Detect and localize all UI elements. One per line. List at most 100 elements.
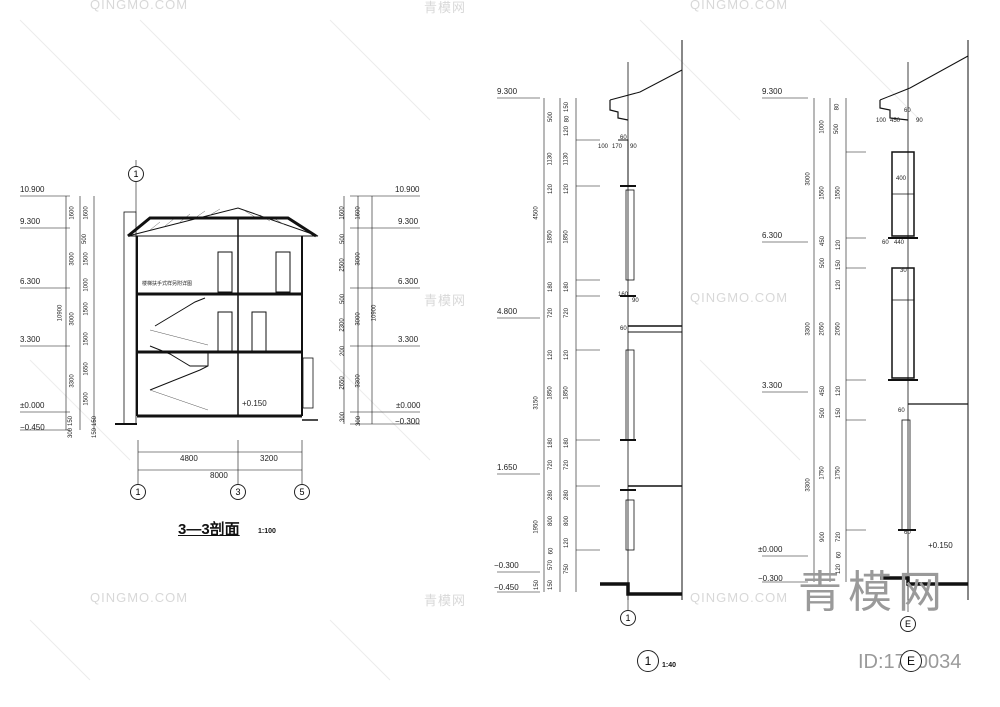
sill-dim: 60 [620, 326, 627, 332]
dim-label: 300 [340, 411, 347, 423]
level-label: 9.300 [497, 87, 518, 96]
dim-label: 1000 [83, 278, 90, 292]
dim-label: 300 [356, 415, 363, 427]
dim-label: 2050 [819, 322, 826, 336]
level-label: 3.300 [20, 335, 41, 344]
dim-label: 500 [340, 233, 347, 245]
dim-label: 180 [564, 437, 571, 449]
dim-label: 150 [92, 415, 99, 427]
window-dim: 400 [896, 176, 907, 182]
dim-label: 120 [548, 183, 555, 195]
dim-label: 1600 [83, 206, 90, 220]
detail-scale: 1:40 [662, 662, 677, 669]
dim-label: 120 [548, 349, 555, 361]
door-1f-right [251, 311, 267, 353]
floor-elevation: +0.150 [928, 541, 953, 550]
dim-label: 1850 [547, 386, 554, 400]
stair-2 [149, 345, 208, 367]
dim-label: 2300 [339, 318, 346, 332]
dim-label: 500 [820, 257, 827, 269]
dim-label: 150 [548, 579, 555, 591]
window-dim: 60 [898, 408, 905, 414]
dim-label: 1500 [83, 392, 90, 406]
level-label: 4.800 [497, 307, 518, 316]
watermark-cn: 青模网 [424, 593, 467, 608]
axis-marker: E [900, 616, 916, 632]
axis-marker: 1 [620, 610, 636, 626]
cornice-dim: 170 [612, 144, 623, 150]
dim-label: 150 [68, 415, 75, 427]
window-1f [901, 419, 911, 531]
door-1f-left [217, 311, 233, 353]
dim-label: 1550 [819, 186, 826, 200]
dim-label: 3000 [355, 252, 362, 266]
section-3-3 [20, 160, 420, 484]
dim-label: 1130 [547, 152, 554, 166]
sill-dim: 160 [618, 292, 629, 298]
level-label: 10.900 [20, 185, 45, 194]
dim-label: 150 [534, 579, 541, 591]
watermark-text: QINGMO.COM [690, 0, 789, 12]
dim-label: 1950 [533, 520, 540, 534]
dim-label: 1600 [355, 206, 362, 220]
detail-e [762, 40, 969, 612]
dim-label: 150 [836, 259, 843, 271]
level-label: ±0.000 [396, 401, 421, 410]
door-2f-right [275, 251, 291, 293]
dim-label: 900 [820, 531, 827, 543]
watermark-cn: 青模网 [424, 0, 467, 15]
watermark-logo: 青模网 [798, 567, 948, 618]
dim-label: 120 [564, 537, 571, 549]
dim-label: 500 [82, 233, 89, 245]
section-title: 3—3剖面 [178, 521, 240, 538]
dim-label: 570 [548, 559, 555, 571]
dim-label: 200 [340, 345, 347, 357]
roof [127, 207, 319, 237]
watermark-pattern [19, 19, 921, 681]
dim-label: 1650 [83, 362, 90, 376]
dim-label: 120 [564, 349, 571, 361]
dim-label: 280 [564, 489, 571, 501]
dim-label: 10900 [57, 304, 64, 322]
dim-label: 120 [836, 279, 843, 291]
level-label: 9.300 [398, 217, 419, 226]
level-label: −0.300 [494, 561, 519, 570]
dim-label: 1850 [563, 230, 570, 244]
dim-label: 3300 [805, 478, 812, 492]
window-dim: 30 [900, 268, 907, 274]
watermark-text: QINGMO.COM [690, 290, 789, 305]
cornice-dim: 60 [620, 135, 627, 141]
sill-dim: 90 [632, 298, 639, 304]
top-dim: 450 [890, 118, 901, 124]
dim-label: 1600 [69, 206, 76, 220]
dim-label: 720 [564, 459, 571, 471]
dim-label: 720 [548, 459, 555, 471]
dim-label: 1850 [563, 386, 570, 400]
dim-label: 1600 [339, 206, 346, 220]
dim-label: 1750 [835, 466, 842, 480]
level-label: 3.300 [762, 381, 783, 390]
dim-label: 3150 [533, 396, 540, 410]
level-label: ±0.000 [20, 401, 45, 410]
dim-label: 1130 [563, 152, 570, 166]
axis-marker: 1 [128, 166, 144, 182]
level-label: 6.300 [762, 231, 783, 240]
level-label: −0.300 [395, 417, 420, 426]
level-label: −0.300 [758, 574, 783, 583]
dim-label: 3000 [69, 312, 76, 326]
window-dim: 440 [894, 240, 905, 246]
detail-marker: 1 [637, 650, 659, 672]
dim-label: 500 [820, 407, 827, 419]
stair-1 [149, 352, 209, 391]
dim-label: 120 [836, 385, 843, 397]
room-note: 楼梯扶手式样另附详图 [142, 281, 193, 287]
dim-label: 120 [836, 563, 843, 575]
dim-label: 180 [564, 281, 571, 293]
dim-label: 80 [834, 103, 841, 111]
dim-label: 720 [836, 531, 843, 543]
dim-label: 2650 [339, 376, 346, 390]
dim-label: 60 [548, 547, 555, 555]
watermark-text: QINGMO.COM [90, 0, 189, 12]
dim-label: 800 [548, 515, 555, 527]
